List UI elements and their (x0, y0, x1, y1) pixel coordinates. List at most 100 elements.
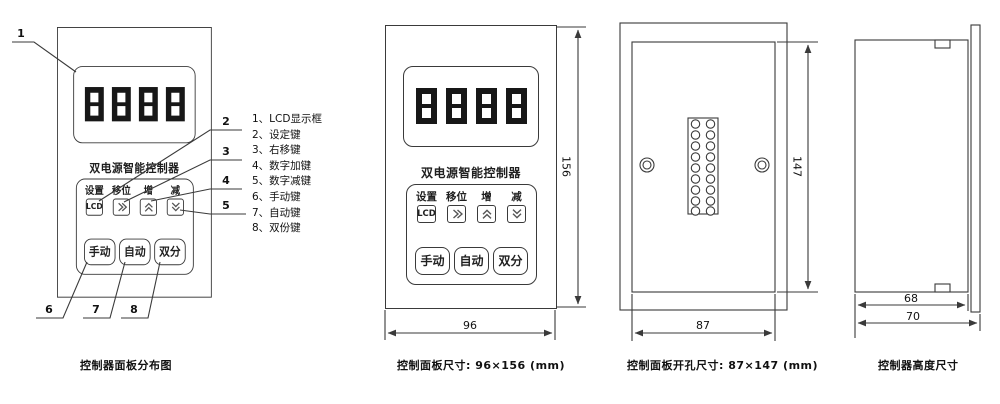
key-set-label: 设置 (416, 191, 437, 203)
key-shift-label: 移位 (111, 185, 131, 197)
key-decrease: 减 (504, 191, 529, 223)
key-row: 设置 LCD 移位 增 减 (414, 191, 529, 223)
digit-window (170, 106, 179, 116)
digit-window (451, 108, 461, 118)
controller-body (854, 39, 969, 293)
shift-right-button (447, 205, 466, 223)
key-row: 设置 LCD 移位 增 减 (83, 185, 186, 216)
mounting-clip-slot-top (934, 39, 951, 49)
split-button: 双分 (154, 238, 186, 266)
auto-button: 自动 (454, 247, 489, 275)
terminal-block (687, 117, 719, 215)
terminal-pins (690, 119, 716, 216)
legend-item: 4、数字加键 (252, 159, 312, 172)
dimension-label-height-156: 156 (559, 156, 573, 177)
front-panel-view-dimensioned: 双电源智能控制器 设置 LCD 移位 增 (385, 25, 557, 309)
digit-window (116, 92, 125, 103)
lcd-digit (445, 88, 467, 124)
callout-number-4: 4 (222, 174, 230, 187)
digit-window (421, 108, 431, 118)
key-set-label: 设置 (84, 185, 104, 197)
mode-button-row: 手动 自动 双分 (413, 247, 530, 275)
dimension-label-cutout-width-87: 87 (696, 319, 710, 332)
lcd-digit (138, 87, 158, 122)
digit-window (143, 106, 152, 116)
legend-item: 1、LCD显示框 (252, 113, 322, 125)
callout-number-6: 6 (45, 303, 53, 316)
digit-window (481, 108, 491, 118)
lcd-display-frame (73, 66, 196, 144)
callout-number-1: 1 (17, 27, 25, 40)
increase-button (139, 198, 157, 216)
lcd-set-button: LCD (85, 198, 103, 216)
dimension-label-depth-68: 68 (904, 292, 918, 305)
key-shift: 移位 (110, 185, 133, 216)
key-shift: 移位 (444, 191, 469, 223)
keypad: 设置 LCD 移位 增 减 (75, 178, 194, 275)
lcd-set-button: LCD (417, 205, 436, 223)
double-down-chevron-icon (171, 202, 180, 212)
double-down-chevron-icon (512, 209, 521, 219)
lcd-digits (404, 88, 538, 124)
cutout-dimension-lines (631, 41, 818, 341)
legend-item: 7、自动键 (252, 206, 301, 219)
dimension-label-width-96: 96 (463, 319, 477, 332)
double-right-chevron-icon (452, 209, 463, 219)
callout-legend: 1、LCD显示框 2、设定键 3、右移键 4、数字加键 5、数字减键 6、手动键… (252, 112, 322, 237)
callout-number-5: 5 (222, 199, 230, 212)
digit-window (511, 94, 521, 104)
shift-right-button (112, 198, 130, 216)
digit-window (89, 92, 98, 103)
caption-front-size: 控制面板尺寸: 96×156 (mm) (397, 359, 566, 372)
lcd-digits (74, 87, 195, 122)
digit-window (116, 106, 125, 116)
legend-item: 6、手动键 (252, 190, 301, 203)
keypad: 设置 LCD 移位 增 减 (406, 184, 537, 285)
split-button: 双分 (493, 247, 528, 275)
decrease-button (166, 198, 184, 216)
front-panel-view-layout: 双电源智能控制器 设置 LCD 移位 增 (57, 27, 212, 298)
key-set: 设置 LCD (83, 185, 106, 216)
key-increase-label: 增 (481, 191, 492, 203)
device-title: 双电源智能控制器 (89, 161, 180, 175)
digit-window (451, 94, 461, 104)
caption-cutout-size: 控制面板开孔尺寸: 87×147 (mm) (627, 359, 819, 372)
digit-window (511, 108, 521, 118)
key-set: 设置 LCD (414, 191, 439, 223)
lcd-digit (415, 88, 437, 124)
legend-item: 3、右移键 (252, 144, 301, 157)
digit-window (170, 92, 179, 103)
key-increase: 增 (137, 185, 160, 216)
callout-number-8: 8 (130, 303, 138, 316)
dimension-label-depth-70: 70 (906, 310, 920, 323)
lcd-digit (84, 87, 104, 122)
key-shift-label: 移位 (446, 191, 467, 203)
double-up-chevron-icon (482, 209, 491, 219)
digit-window (143, 92, 152, 103)
mode-button-row: 手动 自动 双分 (82, 238, 187, 266)
lcd-digit (505, 88, 527, 124)
mounting-clip-slot-bottom (934, 283, 951, 293)
auto-button: 自动 (119, 238, 151, 266)
lcd-digit (111, 87, 131, 122)
key-increase: 增 (474, 191, 499, 223)
callout-number-3: 3 (222, 145, 230, 158)
key-decrease-label: 减 (170, 185, 181, 197)
callout-number-2: 2 (222, 115, 230, 128)
double-right-chevron-icon (117, 202, 127, 212)
digit-window (421, 94, 431, 104)
legend-item: 2、设定键 (252, 128, 301, 141)
dimension-label-cutout-height-147: 147 (790, 156, 804, 177)
key-decrease: 减 (164, 185, 186, 216)
manual-button: 手动 (84, 238, 116, 266)
lcd-digit (475, 88, 497, 124)
manual-button: 手动 (415, 247, 450, 275)
lcd-digit (165, 87, 185, 122)
rear-view (619, 22, 818, 341)
callout-number-7: 7 (92, 303, 100, 316)
key-increase-label: 增 (143, 185, 154, 197)
digit-window (89, 106, 98, 116)
device-title: 双电源智能控制器 (420, 166, 521, 180)
panel-flange (970, 24, 981, 313)
